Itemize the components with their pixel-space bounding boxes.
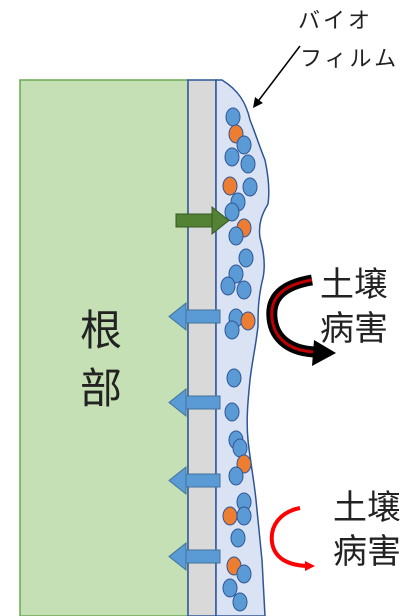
microbe-cell xyxy=(222,506,238,526)
microbe-cluster xyxy=(220,107,258,612)
soil-disease-upper-line1: 土壌 xyxy=(320,265,388,305)
microbe-cell xyxy=(236,564,252,584)
microbe-cell xyxy=(236,506,252,526)
biofilm-callout-line xyxy=(252,45,301,108)
left-arrow-icon xyxy=(168,465,221,496)
microbe-cell xyxy=(232,438,248,458)
right-arrow-icon xyxy=(175,205,230,236)
outward-arrow-group xyxy=(168,301,221,572)
soil-disease-lower-line1: 土壌 xyxy=(333,488,401,528)
curved-deflect-arrow-icon xyxy=(269,506,315,571)
microbe-cell xyxy=(226,368,242,388)
root-body xyxy=(19,79,189,616)
microbe-cell xyxy=(222,176,238,196)
curved-deflect-arrow-icon xyxy=(266,274,336,366)
microbe-cell xyxy=(230,528,246,548)
microbe-cell xyxy=(236,135,252,155)
microbe-cell xyxy=(224,402,240,422)
soil-disease-upper-line2: 病害 xyxy=(320,309,388,349)
biofilm-label-line1: バイオ xyxy=(298,9,373,34)
left-arrow-icon xyxy=(168,541,221,572)
microbe-cell xyxy=(240,311,256,331)
microbe-cell xyxy=(225,107,241,127)
microbe-cell xyxy=(220,276,236,296)
microbe-cell xyxy=(232,592,248,612)
left-arrow-icon xyxy=(168,387,221,418)
root-label-char2: 部 xyxy=(80,364,122,413)
microbe-cell xyxy=(238,248,254,268)
biofilm-label-line2: フィルム xyxy=(300,47,399,72)
soil-disease-lower-line2: 病害 xyxy=(333,532,401,572)
microbe-cell xyxy=(224,202,240,222)
microbe-cell xyxy=(228,226,244,246)
microbe-cell xyxy=(240,154,256,174)
microbe-cell xyxy=(222,578,238,598)
microbe-cell xyxy=(224,320,240,340)
microbe-cell xyxy=(224,147,240,167)
microbe-cell xyxy=(242,177,258,197)
microbe-cell xyxy=(228,466,244,486)
left-arrow-icon xyxy=(168,301,221,332)
root-label-char1: 根 xyxy=(80,306,122,355)
microbe-cell xyxy=(236,280,252,300)
root-surface-layer xyxy=(187,79,217,616)
